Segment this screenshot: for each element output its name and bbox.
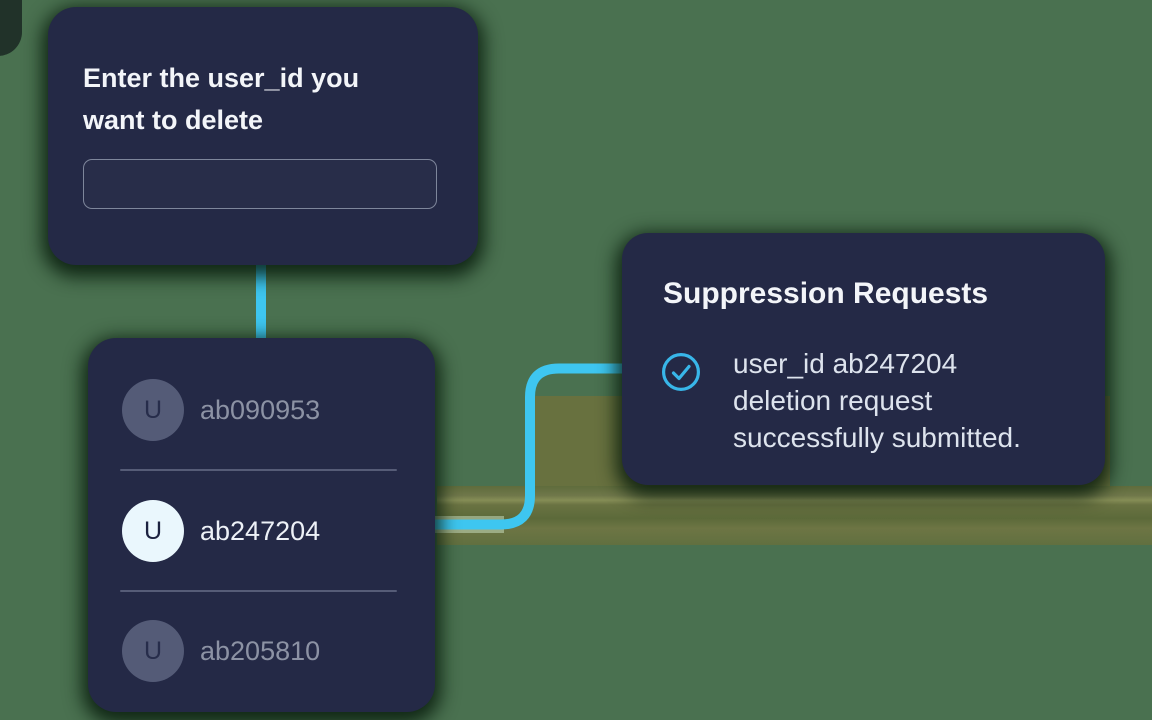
background-olive-band — [437, 486, 1152, 545]
user-id-label: ab205810 — [200, 635, 321, 666]
list-divider — [120, 590, 397, 592]
user-list-item[interactable]: U ab205810 — [122, 620, 409, 682]
user-id-label: ab247204 — [200, 515, 321, 546]
user-avatar: U — [122, 379, 184, 441]
user-avatar: U — [122, 620, 184, 682]
user-id-label: ab090953 — [200, 394, 321, 425]
confirmation-message: user_id ab247204 deletion request succes… — [733, 348, 1021, 453]
user-list-card: U ab090953 U ab247204 U ab205810 — [88, 338, 435, 712]
background-corner-shape — [0, 0, 22, 56]
list-divider — [120, 469, 397, 471]
suppression-requests-title: Suppression Requests — [663, 277, 989, 310]
user-list-item-selected[interactable]: U ab247204 — [122, 500, 409, 562]
check-circle-icon — [661, 352, 701, 392]
input-card-title: Enter the user_id you want to delete — [83, 63, 360, 135]
user-id-input[interactable] — [83, 159, 437, 209]
user-avatar: U — [122, 500, 184, 562]
suppression-requests-card: Suppression Requests user_id ab247204 de… — [622, 233, 1105, 485]
delete-user-input-card: Enter the user_id you want to delete — [48, 7, 478, 265]
user-list-item[interactable]: U ab090953 — [122, 379, 409, 441]
